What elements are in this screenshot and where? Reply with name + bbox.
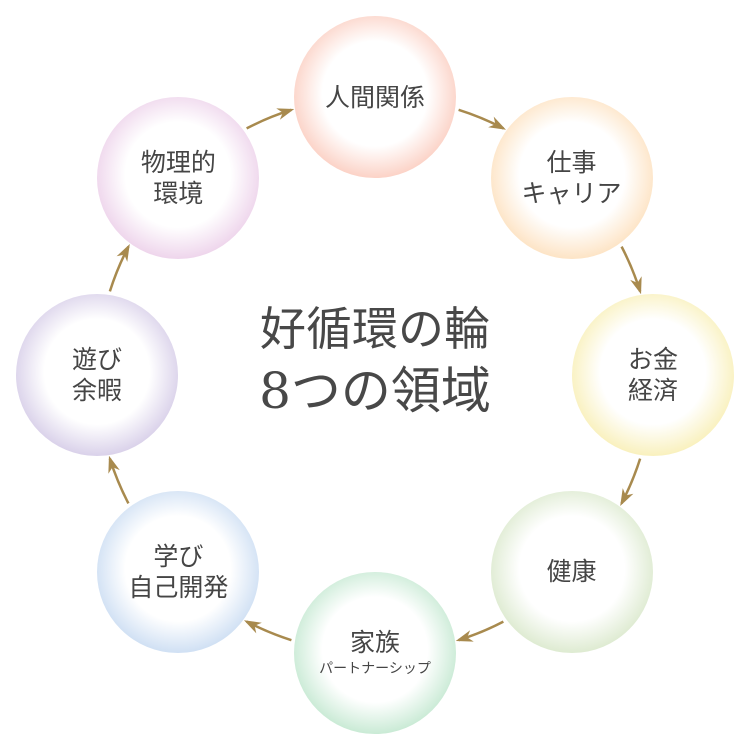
node-learning: 学び自己開発 [97, 490, 260, 653]
node-relationships: 人間関係 [294, 16, 456, 178]
node-label: 余暇 [71, 376, 122, 405]
node-health: 健康 [490, 490, 653, 653]
node-sublabel: パートナーシップ [319, 660, 431, 677]
node-label: 学び [153, 541, 204, 571]
node-family: 家族パートナーシップ [294, 572, 456, 734]
arrowhead-icon [455, 630, 474, 642]
arrowhead-icon [116, 243, 130, 262]
arrowhead-icon [630, 276, 642, 295]
arrowhead-icon [108, 455, 120, 474]
node-play: 遊び余暇 [16, 294, 178, 456]
node-label: 遊び [71, 345, 122, 374]
arrowhead-icon [620, 488, 634, 507]
title-line-1: 好循環の輪 [260, 302, 490, 356]
title-line-2: 8つの領域 [259, 362, 491, 420]
node-label: 物理的 [140, 148, 216, 178]
node-label: キャリア [521, 179, 622, 209]
node-label: お金 [627, 345, 678, 374]
node-label: 健康 [546, 557, 597, 587]
node-label: 経済 [627, 376, 678, 405]
node-label: 環境 [153, 179, 204, 209]
arrowhead-icon [488, 116, 507, 130]
arrowhead-icon [276, 108, 295, 120]
node-environment: 物理的環境 [97, 97, 260, 260]
node-label: 自己開発 [128, 572, 229, 602]
diagram-title: 好循環の輪 8つの領域 [205, 300, 545, 424]
arrowhead-icon [243, 620, 262, 634]
node-label: 仕事 [546, 148, 597, 178]
node-money: お金経済 [572, 294, 734, 456]
node-work: 仕事キャリア [490, 97, 653, 260]
node-label: 家族 [349, 627, 400, 657]
node-label: 人間関係 [324, 82, 425, 112]
